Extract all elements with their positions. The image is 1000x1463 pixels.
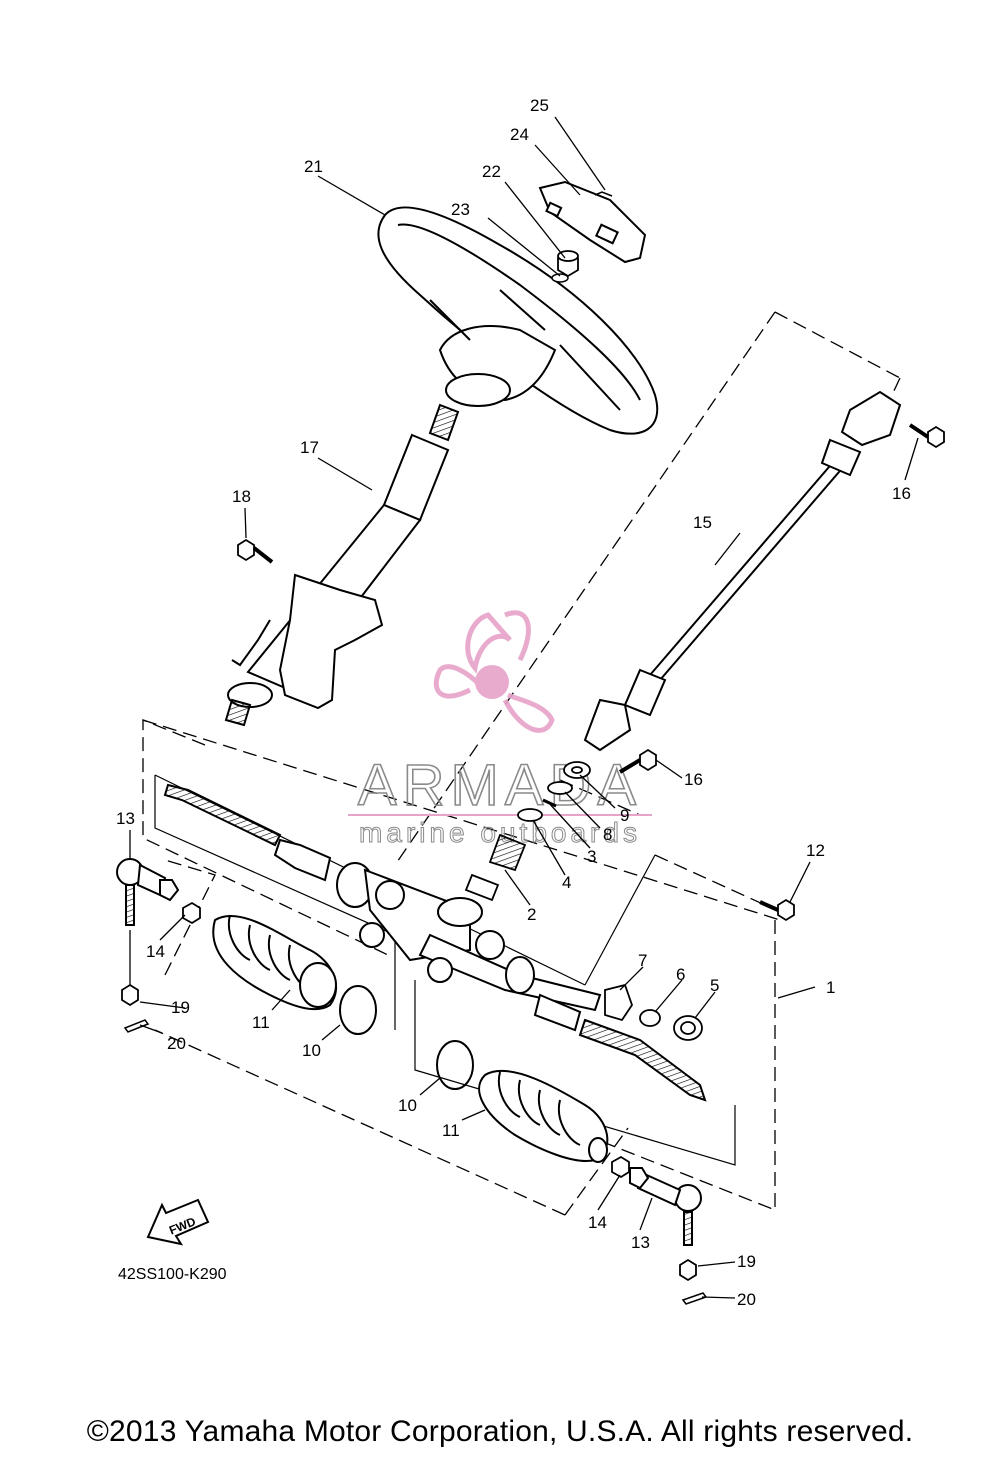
callout-13-left: 13 — [116, 809, 135, 828]
callout-14-left: 14 — [146, 942, 165, 961]
pinion-parts — [464, 761, 591, 902]
callout-16-lower: 16 — [684, 770, 703, 789]
callout-3: 3 — [587, 847, 596, 866]
callout-16-upper: 16 — [892, 484, 911, 503]
wheel-emblem — [594, 191, 613, 197]
column-bolt — [237, 538, 274, 564]
wheel-nut — [557, 250, 579, 278]
callout-19-left: 19 — [171, 998, 190, 1017]
lock-nuts — [182, 901, 630, 1179]
callout-21: 21 — [304, 157, 323, 176]
callout-24: 24 — [510, 125, 529, 144]
callout-20-right: 20 — [737, 1290, 756, 1309]
boot-clamp-left — [339, 985, 377, 1035]
callout-23: 23 — [451, 200, 470, 219]
tie-rod-end-right — [629, 1167, 702, 1246]
boot-left — [212, 914, 337, 1011]
callout-13-right: 13 — [631, 1233, 650, 1252]
callout-10-right: 10 — [398, 1096, 417, 1115]
copyright-notice: ©2013 Yamaha Motor Corporation, U.S.A. A… — [86, 1415, 914, 1448]
leader-lines — [129, 116, 919, 1299]
assembly-boundary-lines — [142, 311, 901, 1216]
forward-direction-arrow: FWD — [146, 1198, 210, 1246]
tie-rod-end-left — [116, 858, 180, 926]
shaft-bolt-upper — [908, 423, 945, 449]
callout-25: 25 — [530, 96, 549, 115]
callout-17: 17 — [300, 438, 319, 457]
intermediate-shaft — [583, 390, 902, 752]
armada-watermark-logo — [433, 610, 555, 733]
watermark-brand: ARMADA — [358, 753, 642, 818]
shaft-bolt-lower — [618, 748, 657, 774]
callout-22: 22 — [482, 162, 501, 181]
callout-11-right: 11 — [442, 1121, 460, 1140]
castle-nuts — [121, 983, 697, 1282]
adjuster-parts — [604, 983, 703, 1041]
callout-14-right: 14 — [588, 1213, 607, 1232]
callout-4: 4 — [562, 873, 571, 892]
diagram-code: 42SS100-K290 — [118, 1266, 227, 1283]
callout-1: 1 — [826, 978, 835, 997]
callout-7: 7 — [638, 951, 647, 970]
steering-column — [224, 403, 460, 727]
callout-2: 2 — [527, 905, 536, 924]
callout-9: 9 — [620, 806, 629, 825]
callout-20-left: 20 — [167, 1034, 186, 1053]
boot-clamp-right — [436, 1040, 474, 1090]
callout-8: 8 — [603, 825, 612, 844]
boot-right — [478, 1069, 609, 1163]
callout-10-left: 10 — [302, 1041, 321, 1060]
callout-19-right: 19 — [737, 1252, 756, 1271]
callout-11-left: 11 — [252, 1013, 270, 1032]
callout-15: 15 — [693, 513, 712, 532]
wheel-center-cover — [538, 180, 647, 264]
steering-rack — [163, 783, 707, 1102]
callout-18: 18 — [232, 487, 251, 506]
callout-labels: 1 2 3 4 5 6 7 8 9 10 10 11 11 12 13 13 1… — [116, 96, 911, 1309]
wheel-washer — [551, 273, 569, 283]
rack-bolt — [759, 898, 795, 922]
steering-wheel — [377, 206, 659, 435]
callout-5: 5 — [710, 976, 719, 995]
callout-6: 6 — [676, 965, 685, 984]
callout-12: 12 — [806, 841, 825, 860]
